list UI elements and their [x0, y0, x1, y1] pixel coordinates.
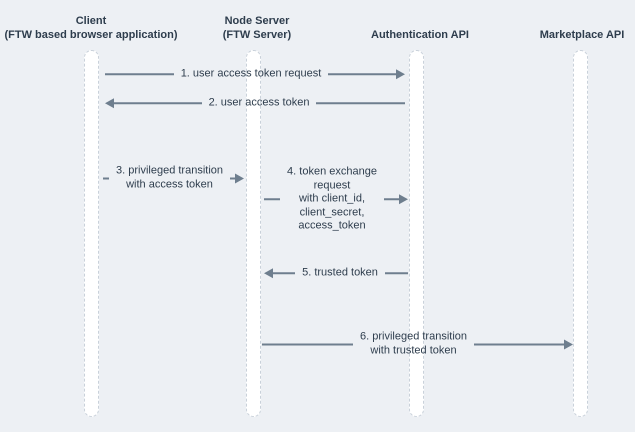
- message-1-user-access-token-request: 1. user access token request: [105, 67, 406, 81]
- message-6-privileged-transition-trusted: 6. privileged transition with trusted to…: [262, 330, 574, 358]
- participant-header-client: Client (FTW based browser application): [5, 14, 178, 42]
- arrow-line: [264, 198, 281, 200]
- arrow-line: [113, 102, 202, 104]
- message-label: 4. token exchange request with client_id…: [287, 165, 377, 232]
- message-4-token-exchange-request: 4. token exchange request with client_id…: [264, 165, 408, 233]
- arrow-line: [383, 198, 400, 200]
- arrowhead-left-icon: [264, 268, 273, 278]
- arrowhead-left-icon: [105, 98, 114, 108]
- message-5-trusted-token: 5. trusted token: [264, 266, 409, 280]
- message-label: 2. user access token: [208, 96, 310, 109]
- arrowhead-right-icon: [399, 194, 408, 204]
- message-3-privileged-transition: 3. privileged transition with access tok…: [103, 164, 245, 192]
- arrow-line: [105, 73, 174, 75]
- message-2-user-access-token: 2. user access token: [105, 96, 406, 110]
- message-label: 6. privileged transition with trusted to…: [360, 330, 468, 357]
- arrow-line: [103, 177, 109, 179]
- participant-name: Marketplace API: [539, 29, 625, 41]
- message-label: 3. privileged transition with access tok…: [116, 164, 224, 191]
- participant-name: Node Server: [224, 15, 290, 27]
- arrowhead-right-icon: [396, 69, 406, 79]
- arrow-line: [272, 272, 296, 274]
- participant-header-node-server: Node Server (FTW Server): [223, 14, 291, 42]
- lifeline-marketplace-api: [573, 50, 588, 417]
- message-label: 5. trusted token: [302, 266, 378, 279]
- arrow-line: [384, 272, 409, 274]
- participant-subtitle: (FTW based browser application): [4, 29, 178, 41]
- arrowhead-right-icon: [564, 339, 574, 349]
- arrow-line: [474, 343, 566, 345]
- participant-name: Authentication API: [371, 29, 469, 41]
- participant-subtitle: (FTW Server): [222, 29, 292, 41]
- participant-header-marketplace-api: Marketplace API: [540, 28, 625, 42]
- lifeline-node-server: [246, 50, 261, 417]
- arrowhead-right-icon: [235, 173, 245, 183]
- arrow-line: [262, 343, 353, 345]
- lifeline-authentication-api: [409, 50, 424, 417]
- arrow-line: [328, 73, 398, 75]
- arrow-line: [230, 177, 237, 179]
- participant-header-authentication-api: Authentication API: [371, 28, 469, 42]
- lifeline-client: [84, 50, 99, 417]
- message-label: 1. user access token request: [180, 67, 322, 80]
- participant-name: Client: [75, 15, 107, 27]
- arrow-line: [316, 102, 406, 104]
